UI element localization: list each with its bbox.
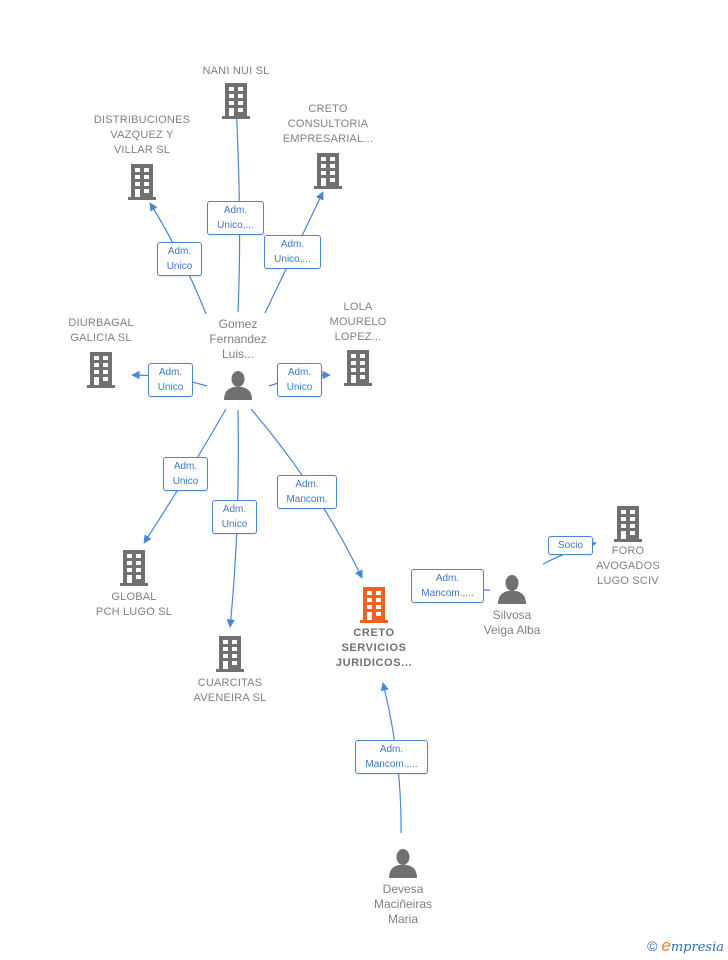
building-icon <box>344 350 372 386</box>
building-icon <box>222 83 250 119</box>
edge-label-gomez-global[interactable]: Adm. Unico <box>163 457 208 491</box>
edge-label-gomez-creto-cons[interactable]: Adm. Unico,... <box>264 235 321 269</box>
node-label: CRETO SERVICIOS JURIDICOS... <box>335 627 413 669</box>
node-foro-avogados-lugo[interactable]: FORO AVOGADOS LUGO SCIV <box>588 506 668 589</box>
person-icon <box>224 371 252 400</box>
building-icon <box>128 164 156 200</box>
node-devesa-macineiras-maria[interactable]: Devesa Maciñeiras Maria <box>360 848 446 927</box>
edge-label-gomez-lola[interactable]: Adm. Unico <box>277 363 322 397</box>
node-gomez-fernandez-luis[interactable]: Gomez Fernandez Luis... <box>198 317 278 400</box>
node-label: Gomez Fernandez Luis... <box>209 317 267 361</box>
edge-label-gomez-cuarcitas[interactable]: Adm. Unico <box>212 500 257 534</box>
building-icon <box>360 587 388 623</box>
copyright-icon: © <box>647 938 658 954</box>
building-icon <box>216 636 244 672</box>
node-diurbagal-galicia[interactable]: DIURBAGAL GALICIA SL <box>56 316 146 388</box>
building-icon <box>614 506 642 542</box>
node-cuarcitas-aveneira[interactable]: CUARCITAS AVENEIRA SL <box>180 636 280 706</box>
node-label: CRETO CONSULTORIA EMPRESARIAL... <box>282 103 374 145</box>
node-label: LOLA MOURELO LOPEZ... <box>329 301 387 343</box>
building-icon <box>314 153 342 189</box>
node-silvosa-veiga-alba[interactable]: Silvosa Veiga Alba <box>472 574 552 638</box>
building-icon <box>87 352 115 388</box>
edge-label-gomez-diurbagal[interactable]: Adm. Unico <box>148 363 193 397</box>
node-label: Devesa Maciñeiras Maria <box>373 882 433 926</box>
node-label: CUARCITAS AVENEIRA SL <box>193 677 267 704</box>
node-lola-mourelo-lopez[interactable]: LOLA MOURELO LOPEZ... <box>318 300 398 386</box>
footer-brand: © empresia <box>647 936 724 956</box>
node-label: GLOBAL PCH LUGO SL <box>95 591 173 618</box>
node-label: Silvosa Veiga Alba <box>483 608 541 637</box>
edge-label-gomez-nani[interactable]: Adm. Unico,... <box>207 201 264 235</box>
edge-label-silvosa-creto-serv[interactable]: Adm. Mancom.,... <box>411 569 484 603</box>
node-nani-nui-sl[interactable]: NANI NUI SL <box>186 64 286 119</box>
edge-label-devesa-creto-serv[interactable]: Adm. Mancom.,... <box>355 740 428 774</box>
node-label: DIURBAGAL GALICIA SL <box>68 317 134 344</box>
person-icon <box>498 575 526 604</box>
node-creto-servicios-juridicos[interactable]: CRETO SERVICIOS JURIDICOS... <box>324 587 424 671</box>
node-label: NANI NUI SL <box>202 65 270 77</box>
edge-label-gomez-distrib[interactable]: Adm. Unico <box>157 242 202 276</box>
edge-label-silvosa-foro[interactable]: Socio <box>548 536 593 555</box>
node-global-pch-lugo[interactable]: GLOBAL PCH LUGO SL <box>84 550 184 620</box>
person-icon <box>389 849 417 878</box>
node-distribuciones-vazquez[interactable]: DISTRIBUCIONES VAZQUEZ Y VILLAR SL <box>86 113 198 200</box>
brand-logo-initial: e <box>661 936 671 955</box>
edge-label-gomez-creto-serv[interactable]: Adm. Mancom. <box>277 475 337 509</box>
node-label: DISTRIBUCIONES VAZQUEZ Y VILLAR SL <box>93 114 191 156</box>
building-icon <box>120 550 148 586</box>
brand-logo-text: mpresia <box>670 940 724 955</box>
node-label: FORO AVOGADOS LUGO SCIV <box>596 545 660 587</box>
node-creto-consultoria[interactable]: CRETO CONSULTORIA EMPRESARIAL... <box>272 102 384 189</box>
